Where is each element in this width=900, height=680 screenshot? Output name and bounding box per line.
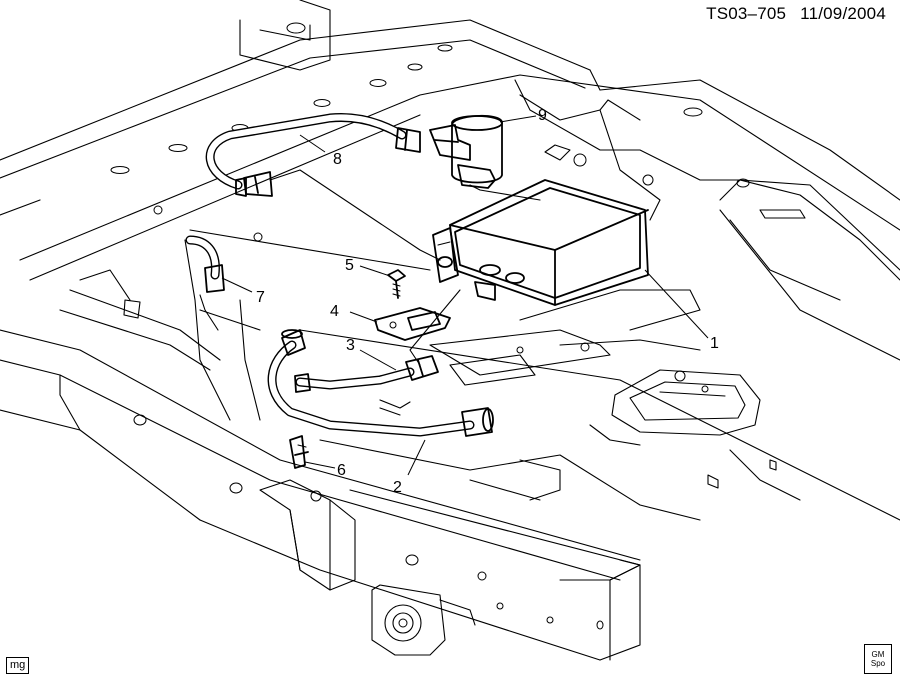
gm-spo-logo: GM Spo (864, 644, 892, 674)
callout-7: 7 (256, 289, 265, 306)
vent-valve-9 (429, 114, 541, 201)
callout-2: 2 (393, 479, 402, 496)
callout-6: 6 (337, 462, 346, 479)
callout-5: 5 (345, 257, 354, 274)
mg-stamp: mg (6, 657, 30, 674)
callout-4: 4 (330, 303, 339, 320)
logo-line-2: Spo (870, 659, 886, 668)
vapor-hose-7 (123, 235, 225, 331)
leader-lines (221, 115, 709, 476)
evap-canister-1 (409, 179, 649, 366)
vapor-hose-2 (267, 329, 494, 437)
vapor-hose-8 (205, 112, 441, 261)
floor-pan (59, 205, 900, 521)
callout-3: 3 (346, 337, 355, 354)
vapor-hose-3 (294, 355, 439, 393)
diagram-code: TS03–705 (706, 4, 787, 23)
diagram-header: TS03–705 11/09/2004 (706, 4, 886, 24)
upper-frame-rail (0, 0, 900, 281)
callout-9: 9 (538, 107, 547, 124)
callout-labels: 1 2 3 4 5 6 7 8 9 (256, 107, 719, 496)
right-body-panel (514, 79, 900, 361)
bracket-4 (374, 307, 451, 341)
logo-line-1: GM (871, 650, 885, 659)
clip-6 (289, 435, 309, 469)
diagram-date: 11/09/2004 (800, 4, 886, 23)
bolt-5 (387, 269, 406, 299)
callout-1: 1 (710, 335, 719, 352)
lower-frame-rail (0, 329, 641, 661)
callout-8: 8 (333, 151, 342, 168)
